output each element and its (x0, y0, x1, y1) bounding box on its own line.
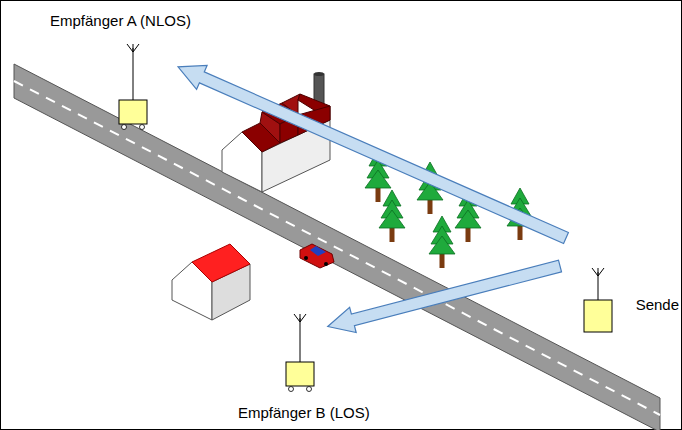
receiver-label: Empfänger B (LOS) (238, 404, 370, 422)
receiver-label: Empfänger A (NLOS) (50, 12, 191, 30)
nlos-arrow (173, 55, 571, 250)
transmitter-label: Sende (636, 296, 679, 314)
car (300, 244, 334, 268)
receiver-b (286, 314, 314, 392)
transmitter (584, 268, 612, 332)
receiver-a (119, 44, 147, 130)
house (172, 244, 250, 320)
los-arrow (324, 253, 563, 339)
